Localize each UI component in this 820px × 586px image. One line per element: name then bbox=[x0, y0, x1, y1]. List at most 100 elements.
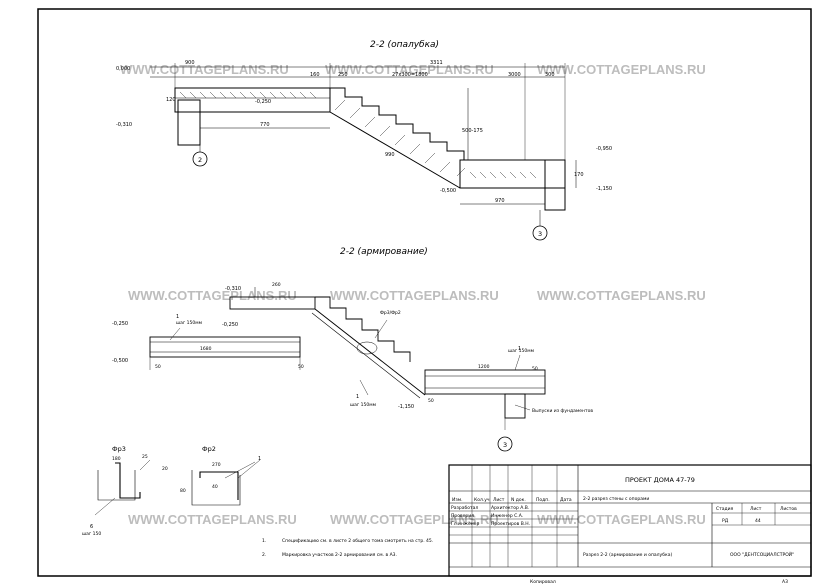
svg-text:Лист: Лист bbox=[493, 497, 505, 503]
svg-text:-0,250: -0,250 bbox=[255, 99, 271, 105]
watermark-5: WWW.COTTAGEPLANS.RU bbox=[330, 288, 499, 303]
svg-text:50: 50 bbox=[532, 366, 538, 372]
svg-text:Дата: Дата bbox=[560, 497, 572, 503]
svg-text:-0,500: -0,500 bbox=[112, 358, 128, 364]
svg-text:Проектиров В.Н.: Проектиров В.Н. bbox=[491, 521, 530, 527]
detail-fr2: Фр2 270 80 40 1 bbox=[180, 445, 261, 506]
section-2-title: 2-2 (армирование) bbox=[340, 247, 428, 257]
wall-left bbox=[177, 99, 201, 146]
svg-text:Изм.: Изм. bbox=[452, 497, 463, 503]
note-1-num: 1. bbox=[262, 538, 266, 544]
svg-text:770: 770 bbox=[260, 122, 270, 128]
section-formwork: 2-2 (опалубка) bbox=[150, 40, 577, 241]
stair-soffit bbox=[329, 111, 461, 189]
svg-text:500-175: 500-175 bbox=[462, 128, 483, 134]
watermark-2: WWW.COTTAGEPLANS.RU bbox=[325, 62, 494, 77]
svg-text:-0,500: -0,500 bbox=[440, 188, 456, 194]
stair-steps-rebar bbox=[315, 296, 411, 362]
svg-text:-1,150: -1,150 bbox=[398, 404, 414, 410]
svg-text:Инженер С.А.: Инженер С.А. bbox=[491, 513, 523, 519]
svg-text:990: 990 bbox=[385, 152, 395, 158]
svg-text:3: 3 bbox=[503, 441, 507, 449]
axis-2-marker bbox=[192, 151, 208, 167]
svg-text:6: 6 bbox=[90, 524, 93, 530]
notes: 1. Спецификацию см. в листе 2 общего том… bbox=[262, 538, 433, 558]
svg-text:50: 50 bbox=[298, 364, 304, 370]
svg-text:1680: 1680 bbox=[200, 346, 212, 352]
format-label: А3 bbox=[782, 579, 788, 585]
svg-text:Кол.уч: Кол.уч bbox=[474, 497, 490, 503]
axis-3-marker-lower bbox=[497, 436, 513, 452]
svg-text:Подп.: Подп. bbox=[536, 497, 550, 503]
svg-text:260: 260 bbox=[272, 282, 281, 288]
svg-text:шаг 150мм: шаг 150мм bbox=[350, 402, 376, 408]
svg-text:0,000: 0,000 bbox=[116, 66, 130, 72]
svg-text:-0,950: -0,950 bbox=[596, 146, 612, 152]
svg-text:1200: 1200 bbox=[478, 364, 490, 370]
title-block-text: ПРОЕКТ ДОМА 47-79 2-2 разрез стены с опо… bbox=[451, 476, 797, 585]
svg-text:270: 270 bbox=[212, 462, 221, 468]
svg-text:Проверил: Проверил bbox=[451, 513, 474, 519]
lower-landing bbox=[459, 159, 566, 189]
svg-text:шаг 150: шаг 150 bbox=[82, 531, 101, 537]
svg-text:300: 300 bbox=[545, 72, 555, 78]
svg-text:1: 1 bbox=[518, 346, 521, 352]
left-slab-rebar bbox=[149, 336, 301, 358]
section-1-title: 2-2 (опалубка) bbox=[370, 40, 439, 50]
svg-text:44: 44 bbox=[755, 518, 761, 524]
svg-text:Разработал: Разработал bbox=[451, 505, 478, 511]
svg-text:Выпуски из фундаментов: Выпуски из фундаментов bbox=[532, 408, 593, 414]
svg-text:-0,310: -0,310 bbox=[116, 122, 132, 128]
wall-right bbox=[544, 159, 566, 211]
svg-text:970: 970 bbox=[495, 198, 505, 204]
svg-text:160: 160 bbox=[310, 72, 320, 78]
svg-text:Лист: Лист bbox=[750, 506, 762, 512]
lower-landing-rebar bbox=[424, 369, 546, 395]
section-reinforcement: 2-2 (армирование) bbox=[149, 247, 546, 452]
copied-label: Копировал bbox=[530, 579, 556, 585]
svg-text:50: 50 bbox=[155, 364, 161, 370]
svg-text:Фр3: Фр3 bbox=[112, 445, 126, 453]
svg-text:50: 50 bbox=[428, 398, 434, 404]
svg-text:900: 900 bbox=[185, 60, 195, 66]
svg-text:20: 20 bbox=[162, 466, 168, 472]
section-1-labels: 900 120 160 250 27х300=1800 3311 3000 30… bbox=[116, 60, 612, 238]
svg-text:27х300=1800: 27х300=1800 bbox=[392, 72, 428, 78]
svg-text:Листов: Листов bbox=[780, 506, 797, 512]
foundation-stub bbox=[504, 393, 526, 419]
svg-text:3311: 3311 bbox=[430, 60, 443, 66]
project-subtitle: 2-2 разрез стены с опорами bbox=[583, 496, 649, 502]
svg-text:1: 1 bbox=[176, 314, 179, 320]
note-1-text: Спецификацию см. в листе 2 общего тома с… bbox=[282, 538, 433, 544]
svg-text:Фр2: Фр2 bbox=[202, 445, 216, 453]
svg-text:Архитектор А.В.: Архитектор А.В. bbox=[491, 505, 529, 511]
sheet-name: Разрез 2-2 (армирование и опалубка) bbox=[583, 552, 672, 558]
svg-text:Стадия: Стадия bbox=[716, 506, 734, 512]
svg-text:шаг 150мм: шаг 150мм bbox=[508, 348, 534, 354]
upper-platform-rebar bbox=[229, 296, 316, 310]
svg-text:1: 1 bbox=[258, 456, 261, 462]
svg-text:180: 180 bbox=[112, 456, 121, 462]
svg-text:80: 80 bbox=[180, 488, 186, 494]
svg-text:-1,150: -1,150 bbox=[596, 186, 612, 192]
note-2-num: 2. bbox=[262, 552, 266, 558]
watermark-3: WWW.COTTAGEPLANS.RU bbox=[537, 62, 706, 77]
svg-text:120: 120 bbox=[166, 97, 176, 103]
stair-rebar-top bbox=[314, 308, 426, 396]
svg-text:Гл.инженер: Гл.инженер bbox=[451, 521, 479, 527]
project-title: ПРОЕКТ ДОМА 47-79 bbox=[625, 476, 695, 484]
watermark-9: WWW.COTTAGEPLANS.RU bbox=[537, 512, 706, 527]
upper-slab bbox=[174, 87, 331, 113]
svg-text:3000: 3000 bbox=[508, 72, 521, 78]
svg-text:-0,250: -0,250 bbox=[222, 322, 238, 328]
svg-text:-0,310: -0,310 bbox=[225, 286, 241, 292]
section-2-labels: -0,250 -0,250 -0,500 -0,310 -1,150 шаг 1… bbox=[112, 282, 593, 449]
svg-text:-0,250: -0,250 bbox=[112, 321, 128, 327]
svg-text:25: 25 bbox=[142, 454, 148, 460]
stair-steps bbox=[330, 87, 481, 161]
watermark-6: WWW.COTTAGEPLANS.RU bbox=[537, 288, 706, 303]
detail-fr3: Фр3 180 25 20 6 шаг 150 bbox=[82, 445, 168, 537]
svg-text:170: 170 bbox=[574, 172, 584, 178]
svg-text:2: 2 bbox=[198, 156, 202, 164]
